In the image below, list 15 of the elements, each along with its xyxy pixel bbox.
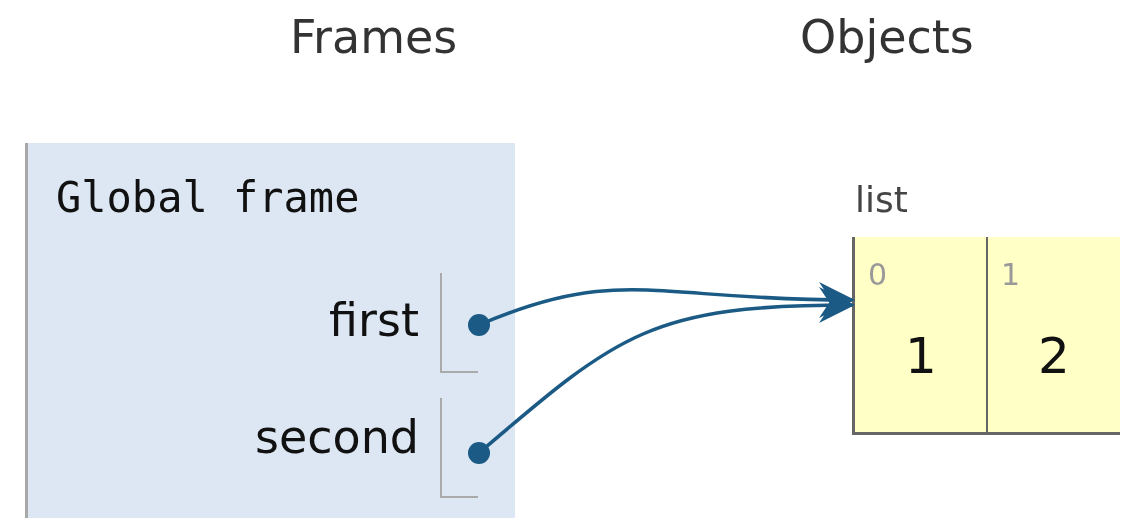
column-heading: Objects <box>800 10 974 64</box>
pointer-arrow <box>468 287 855 464</box>
frame-title: Global frame <box>56 173 360 222</box>
element-value: 1 <box>905 327 937 385</box>
pointer-arrow <box>468 281 855 336</box>
list-cell <box>988 237 1120 435</box>
variable-name: second <box>254 410 419 464</box>
list-cell <box>852 237 988 435</box>
variable-name: first <box>329 293 419 347</box>
column-heading: Frames <box>290 10 458 64</box>
index-number: 1 <box>1001 257 1021 292</box>
index-number: 0 <box>868 257 888 292</box>
object-type: list <box>855 179 908 220</box>
frame-panel <box>25 143 515 518</box>
element-value: 2 <box>1038 327 1070 385</box>
